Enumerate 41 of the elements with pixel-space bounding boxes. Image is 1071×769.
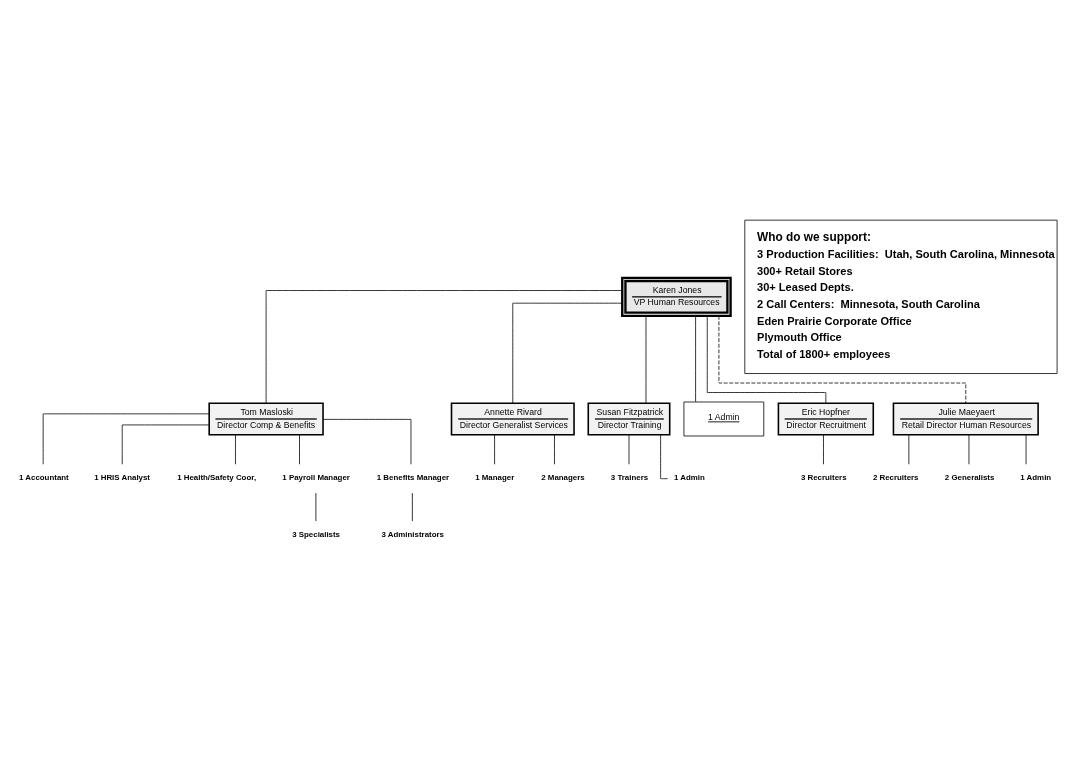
node-box: Tom Masloski Director Comp & Benefits <box>208 401 324 436</box>
connector <box>411 492 413 521</box>
node-text: 1 HRIS Analyst <box>94 472 150 482</box>
connector <box>322 418 412 465</box>
node-text: 3 Recruiters <box>800 472 847 482</box>
connector <box>494 434 495 465</box>
node-box: Annette Rivard Director Generalist Services <box>450 401 575 436</box>
node-text: 1 Payroll Manager <box>282 472 350 482</box>
node-text: 2 Generalists <box>944 472 995 482</box>
connector <box>1025 434 1027 465</box>
node-text: 3 Specialists <box>292 529 341 539</box>
node-text: 2 Managers <box>541 472 585 482</box>
node-box: Susan Fitzpatrick Director Training <box>587 401 671 436</box>
connector <box>554 434 555 465</box>
node-text: 1 Accountant <box>19 472 69 482</box>
connector <box>512 302 623 404</box>
node-box: Eric Hopfner Director Recruitment <box>777 401 875 436</box>
connector <box>265 289 623 403</box>
connector <box>823 434 824 465</box>
node-text: 1 Admin <box>674 472 705 482</box>
node-text: 1 Health/Safety Coor, <box>177 472 257 482</box>
connector <box>695 315 696 402</box>
node-box: 1 Admin <box>683 401 765 436</box>
node-text: 1 Admin <box>1020 472 1052 482</box>
connector <box>42 412 210 465</box>
connector <box>645 315 647 404</box>
connector <box>968 434 970 465</box>
node-box: Julie Maeyaert Retail Director Human Resources <box>892 401 1039 436</box>
node-text: 3 Administrators <box>381 529 444 539</box>
connector <box>706 315 827 403</box>
node-box: Who do we support: 3 Production Facilities: Utah, South Carolina, Minnesota 300+ Retail Stores 30+ Leased Depts. 2 Call Centers: Minnesota, South Carolina Eden Prairie Corporate Office Plymouth Office Total of 1800+ employees <box>744 219 1058 374</box>
node-text: 2 Recruiters <box>872 472 919 482</box>
connector <box>718 315 967 403</box>
connector <box>299 434 300 465</box>
node-text: 1 Manager <box>475 472 515 482</box>
connector <box>908 434 910 465</box>
node-text: 3 Trainers <box>610 472 649 482</box>
connector <box>628 434 630 465</box>
connector <box>121 424 210 465</box>
connector <box>235 434 236 465</box>
node-text: 1 Benefits Manager <box>376 472 450 482</box>
